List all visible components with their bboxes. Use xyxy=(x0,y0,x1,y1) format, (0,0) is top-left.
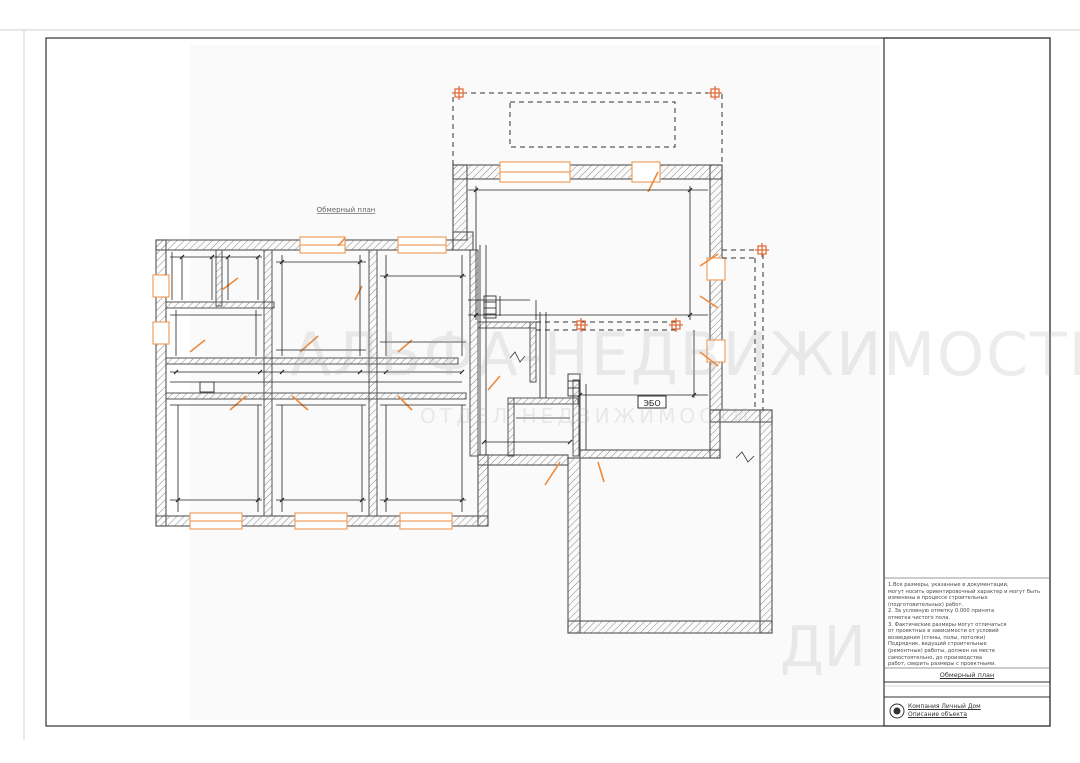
columns xyxy=(452,86,769,332)
appliance-label: ЭБО xyxy=(643,399,660,408)
title-block-frame xyxy=(883,37,1051,727)
object-description: Описание объекта xyxy=(908,711,968,718)
stair-fixture xyxy=(483,295,497,319)
drawing-notes: 1.Все размеры, указанные в документации,… xyxy=(888,582,1041,666)
breaks xyxy=(509,351,755,463)
windows xyxy=(152,161,726,530)
interior-walls xyxy=(165,249,580,517)
plan-label: Обмерный план xyxy=(317,206,376,214)
sheet-title: Обмерный план xyxy=(939,671,995,679)
company-logo-icon xyxy=(889,703,905,719)
appliance-block xyxy=(637,395,667,409)
company-name: Компания Личный Дом xyxy=(908,703,981,710)
vent-fixture xyxy=(199,373,581,397)
door-swings xyxy=(189,171,719,486)
